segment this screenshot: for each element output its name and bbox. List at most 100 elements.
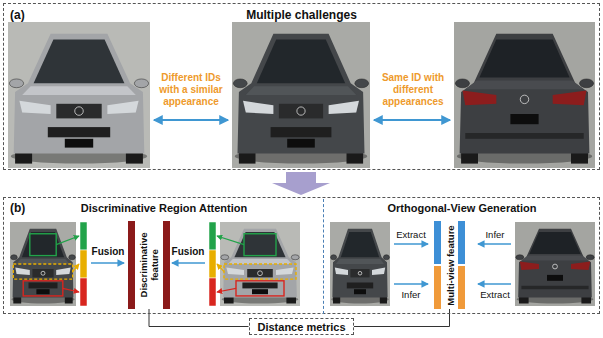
- vector-segment: [80, 278, 87, 306]
- car-plate: [510, 114, 538, 124]
- car-bumper: [521, 286, 588, 289]
- car-logo: [520, 95, 528, 103]
- arrow-label: Extract: [480, 289, 510, 300]
- feature-vector: Multi-view feature: [434, 221, 465, 309]
- bar-segment: [434, 266, 441, 309]
- vector-segment: [209, 250, 216, 278]
- infer-arrow: [478, 243, 511, 245]
- method-section: Discriminative Region AttentionDiscrimin…: [5, 199, 323, 314]
- car-headlight: [276, 267, 294, 275]
- car-mirror: [233, 79, 247, 88]
- car-mirror: [455, 79, 469, 88]
- car-grille: [279, 104, 323, 119]
- car-taillight: [553, 91, 587, 106]
- car-bumper: [465, 133, 583, 139]
- car-body: [332, 229, 387, 298]
- panel: (a)Multiple challenges: [3, 3, 600, 170]
- node-text: Orthogonal-View Generation: [324, 202, 600, 214]
- down-arrow: [272, 172, 330, 195]
- feature-vector: Discriminative feature: [128, 221, 170, 309]
- vertical-label: Multi-view feature: [444, 224, 455, 306]
- car-plate: [252, 289, 268, 294]
- car-intake: [242, 283, 277, 289]
- photo-background: [220, 222, 300, 306]
- photo-background: [330, 222, 390, 306]
- photo-background: [454, 22, 595, 168]
- car-logo: [75, 107, 84, 116]
- car-logo: [297, 107, 305, 115]
- region-box: [13, 264, 72, 279]
- car-mirror: [11, 255, 18, 260]
- feature-vector-bar: [80, 222, 87, 306]
- car-headlight: [226, 267, 244, 275]
- car-rear-window: [479, 40, 569, 78]
- extract-arrow: [478, 283, 511, 285]
- feature-vector-bar: [209, 222, 216, 306]
- car-plate: [36, 289, 49, 294]
- car-mirror: [516, 255, 524, 260]
- node-text: Multiple challenges: [4, 8, 599, 22]
- car-body: [223, 229, 297, 298]
- region-arrow: [217, 264, 224, 272]
- car-photo: [220, 222, 300, 306]
- photo-background: [232, 22, 370, 168]
- double-arrow: [374, 119, 450, 121]
- car-windshield: [234, 232, 285, 257]
- attention-regions: [13, 234, 72, 296]
- car-trunk: [521, 256, 588, 261]
- car-plate: [547, 275, 563, 281]
- infer-arrow: [394, 283, 428, 285]
- challenge-label: Different IDs with a similar appearance: [150, 72, 232, 108]
- car-photo: [330, 222, 390, 306]
- vector-segment: [209, 222, 216, 250]
- car-intake: [29, 283, 58, 289]
- vertical-label: Discriminative feature: [138, 224, 160, 306]
- car-mirror: [134, 79, 148, 88]
- car-photo: [8, 22, 150, 168]
- node-text: (b): [10, 201, 25, 215]
- car-body: [460, 34, 590, 154]
- car-taillight: [571, 262, 590, 270]
- challenge-label: Same ID with different appearances: [372, 72, 454, 108]
- region-box: [23, 281, 63, 296]
- car-plate: [65, 139, 93, 148]
- region-arrow: [217, 288, 236, 292]
- feature-bar: [163, 221, 170, 309]
- car-taillight: [520, 262, 539, 270]
- node-text: Discriminative Region Attention: [5, 202, 323, 214]
- feature-bar: [128, 221, 135, 309]
- car-headlight: [107, 101, 138, 114]
- feature-bar: [434, 221, 441, 309]
- bar-segment: [458, 221, 465, 264]
- car-logo: [358, 271, 362, 275]
- car-photo: [515, 222, 595, 306]
- photo-background: [515, 222, 595, 306]
- car-headlight: [372, 267, 385, 275]
- car-mirror: [586, 255, 594, 260]
- car-photo: [10, 222, 76, 306]
- car-hood: [336, 259, 384, 264]
- car-headlight: [19, 101, 50, 114]
- car-photo: [454, 22, 595, 168]
- node-text: (a): [10, 8, 25, 22]
- car-body: [14, 34, 145, 154]
- vector-segment: [80, 222, 87, 250]
- car-grille: [56, 104, 101, 119]
- region-box: [224, 264, 296, 279]
- car-grille: [247, 269, 273, 277]
- region-box: [236, 281, 284, 296]
- car-logo: [41, 271, 45, 275]
- car-windshield: [341, 232, 379, 257]
- car-mirror: [331, 255, 337, 260]
- feature-bar: [458, 221, 465, 309]
- vector-segment: [209, 278, 216, 306]
- metric-box: Distance metrics: [249, 318, 354, 335]
- method-section: Orthogonal-View GenerationMulti-view fea…: [323, 199, 600, 314]
- extract-arrow: [394, 243, 428, 245]
- car-mirror: [383, 255, 389, 260]
- region-box: [244, 234, 276, 256]
- car-grille: [32, 269, 53, 277]
- bar-segment: [434, 221, 441, 264]
